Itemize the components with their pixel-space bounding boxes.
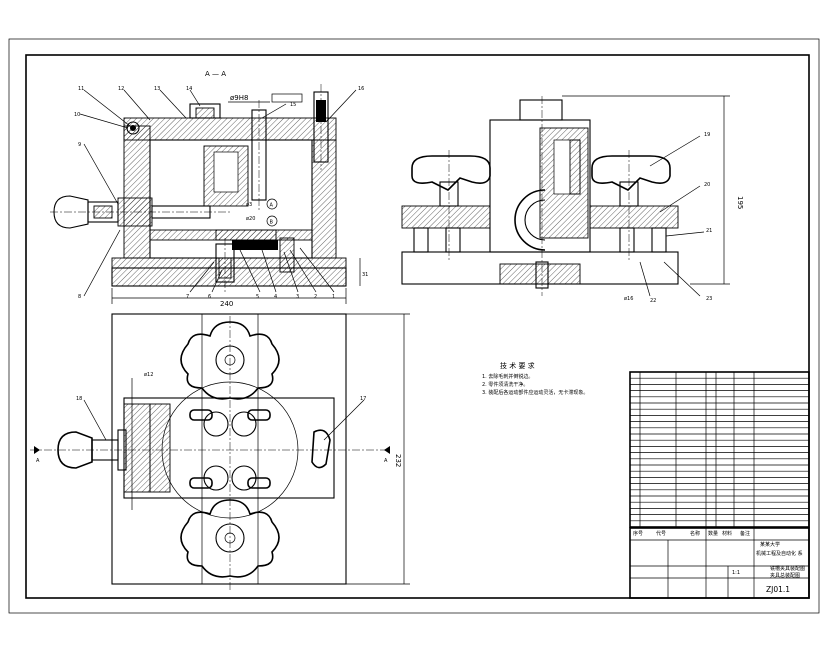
svg-text:7: 7 — [186, 294, 189, 300]
svg-text:15: 15 — [290, 102, 296, 108]
bom-header-5: 备注 — [740, 530, 750, 537]
tb-subtitle2: 夹具总装配图 — [770, 572, 800, 579]
left-wall — [123, 125, 151, 259]
tech-line-3: 3. 装配后各运动部件应运动灵活，无卡滞现象。 — [482, 389, 588, 396]
dim-d20: ø20 — [246, 216, 255, 222]
star-knob-right — [591, 155, 671, 191]
svg-text:3: 3 — [296, 294, 299, 300]
svg-text:5: 5 — [256, 294, 259, 300]
dim-240: 240 — [220, 300, 233, 308]
svg-text:14: 14 — [186, 86, 192, 92]
inner-border — [25, 54, 810, 599]
svg-text:23: 23 — [706, 296, 712, 302]
tb-school: 某某大学 — [760, 541, 780, 548]
plan-view: A A 232 ø12 18 17 — [30, 313, 410, 590]
part-17: 17 — [360, 396, 366, 402]
svg-text:16: 16 — [358, 86, 364, 92]
dim-195: 195 — [736, 196, 744, 209]
svg-text:21: 21 — [706, 228, 712, 234]
datum-a: A — [270, 203, 274, 209]
section-label: A — A — [205, 70, 226, 78]
dim-d3: ø3 — [246, 202, 252, 208]
svg-text:20: 20 — [704, 182, 710, 188]
svg-text:9: 9 — [78, 142, 81, 148]
tb-scale: 1:1 — [732, 570, 740, 576]
tech-title: 技 术 要 求 — [500, 361, 535, 370]
svg-text:6: 6 — [208, 294, 211, 300]
tech-line-1: 1. 去除毛刺并倒锐边。 — [482, 373, 533, 380]
tb-sheet-no: ZJ01.1 — [766, 585, 790, 594]
dim-d16: ø16 — [624, 296, 633, 302]
bom-header-1: 代号 — [656, 530, 666, 537]
right-wall — [311, 139, 337, 259]
svg-text:13: 13 — [154, 86, 160, 92]
datum-b: B — [270, 220, 274, 226]
part-labels-right: 19 20 21 22 23 — [639, 132, 712, 304]
svg-text:11: 11 — [78, 86, 84, 92]
section-arrow-right: A — [384, 458, 388, 464]
svg-text:1: 1 — [332, 294, 335, 300]
dim-d12: ø12 — [144, 372, 153, 378]
dim-31: 31 — [362, 272, 368, 278]
svg-text:8: 8 — [78, 294, 81, 300]
svg-text:2: 2 — [314, 294, 317, 300]
tech-line-2: 2. 零件须清洗干净。 — [482, 381, 528, 388]
bom-header-4: 材料 — [722, 530, 732, 537]
side-view: 195 ø16 19 20 21 22 23 — [401, 95, 744, 304]
bom-table: 序号 代号 名称 数量材料 备注 — [629, 371, 810, 537]
fit-label: ø9H8 — [230, 94, 248, 102]
part-labels-left: 11 12 13 14 15 16 10 9 8 7 6 5 4 — [74, 86, 364, 300]
svg-text:10: 10 — [74, 112, 80, 118]
tb-subtitle: 机械工程及自动化 系 — [756, 550, 803, 557]
dim-232: 232 — [394, 454, 402, 467]
bom-header-3: 数量 — [708, 530, 718, 537]
section-arrow-left: A — [36, 458, 40, 464]
svg-text:4: 4 — [274, 294, 277, 300]
outer-border — [8, 38, 820, 614]
tech-requirements: 技 术 要 求 1. 去除毛刺并倒锐边。 2. 零件须清洗干净。 3. 装配后各… — [482, 361, 588, 396]
svg-text:12: 12 — [118, 86, 124, 92]
front-section-view: A — A — [50, 70, 368, 308]
svg-text:19: 19 — [704, 132, 710, 138]
svg-text:22: 22 — [650, 298, 656, 304]
part-18: 18 — [76, 396, 82, 402]
bom-header-0: 序号 — [633, 530, 643, 537]
bom-header-2: 名称 — [690, 530, 700, 537]
tb-drawing-title: 铣槽夹具装配图 — [770, 565, 805, 572]
title-block: 某某大学 机械工程及自动化 系 铣槽夹具装配图 夹具总装配图 ZJ01.1 1:… — [629, 527, 810, 599]
star-knob-left — [411, 155, 491, 191]
top-plate — [123, 117, 337, 141]
